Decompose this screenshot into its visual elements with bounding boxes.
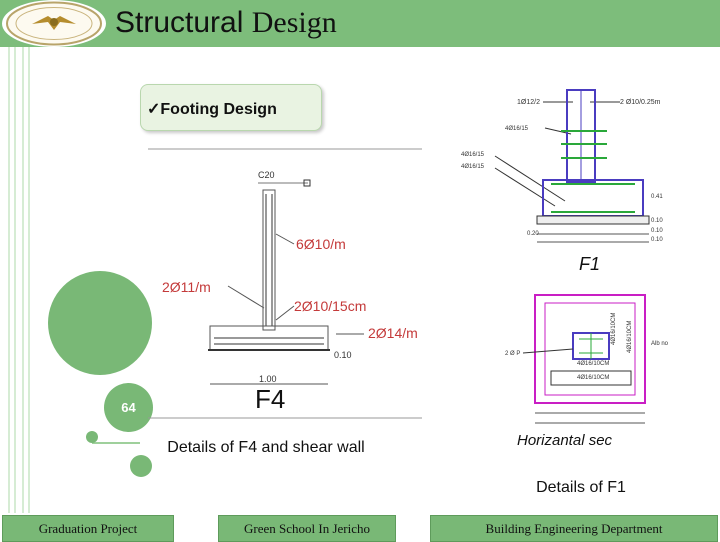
depth-label: 0.10 xyxy=(334,350,352,360)
decor-line xyxy=(14,47,16,513)
f4-label: F4 xyxy=(255,384,285,414)
title-part-1: Structural xyxy=(115,6,244,39)
label-vert-2: 4Ø16/10CM xyxy=(627,321,633,353)
slide-number: 64 xyxy=(121,400,136,415)
callout-label: ✓Footing Design xyxy=(147,99,277,119)
label-left: 2 Ø P xyxy=(505,351,520,357)
label-mid-1: 4Ø16/15 xyxy=(505,126,529,132)
page-title: Structural Design xyxy=(115,6,337,40)
decor-connector xyxy=(92,442,140,444)
label-top-left: 1Ø12/2 xyxy=(517,99,540,106)
title-bar: Structural Design xyxy=(0,0,720,47)
callout-text: Footing Design xyxy=(160,101,277,118)
decor-line xyxy=(28,47,30,513)
label-right: Alb no xyxy=(651,341,669,347)
dim-bottom-3: 0.10 xyxy=(651,237,663,243)
caption-f1: Details of F1 xyxy=(536,479,626,496)
check-icon: ✓ xyxy=(147,101,161,118)
title-part-2: Design xyxy=(251,6,337,39)
decor-dot-medium xyxy=(130,455,152,477)
f1-section-drawing: 1Ø12/2 2 Ø10/0.25m 4Ø16/15 4Ø16/15 4Ø16/… xyxy=(461,89,663,274)
label-top-right: 2 Ø10/0.25m xyxy=(620,99,661,106)
label-center-2: 4Ø16/10CM xyxy=(577,375,609,381)
rebar-bottom-label: 2Ø14/m xyxy=(368,325,418,341)
footer-right: Building Engineering Department xyxy=(430,515,718,542)
rebar-base-label: 2Ø10/15cm xyxy=(294,298,366,314)
rebar-vertical-label: 6Ø10/m xyxy=(296,236,346,252)
label-center-1: 4Ø16/10CM xyxy=(577,361,609,367)
university-seal-icon xyxy=(2,0,106,47)
c20-label: C20 xyxy=(258,170,275,180)
f1-label: F1 xyxy=(579,254,600,274)
rebar-horizontal-label: 2Ø11/m xyxy=(162,279,211,295)
dim-bottom-2: 0.10 xyxy=(651,228,663,234)
horizontal-section-label: Horizantal sec xyxy=(517,432,613,449)
decor-line xyxy=(8,47,10,513)
label-mid-2: 4Ø16/15 xyxy=(461,152,485,158)
slide-number-badge: 64 xyxy=(104,383,153,432)
f4-shear-wall-drawing: C20 1.00 0.10 F4 6Ø10/m 2Ø11/m 2Ø10/15cm… xyxy=(148,148,422,419)
decor-dot-small xyxy=(86,431,98,443)
footer-left: Graduation Project xyxy=(2,515,174,542)
footing-design-callout: ✓Footing Design xyxy=(140,84,322,131)
width-label: 1.00 xyxy=(259,374,277,384)
dim-bottom-1: 0.20 xyxy=(527,231,539,237)
f1-horizontal-section-drawing: 4Ø16/10CM 4Ø16/10CM 4Ø16/10CM 4Ø16/10CM … xyxy=(505,294,669,449)
decor-circle-large xyxy=(48,271,152,375)
dim-right-2: 0.10 xyxy=(651,218,663,224)
label-vert-1: 4Ø16/10CM xyxy=(611,313,617,345)
caption-f4: Details of F4 and shear wall xyxy=(167,439,365,456)
footer-center: Green School In Jericho xyxy=(218,515,396,542)
dim-right-1: 0.41 xyxy=(651,194,663,200)
label-mid-3: 4Ø16/15 xyxy=(461,164,485,170)
decor-line xyxy=(22,47,24,513)
